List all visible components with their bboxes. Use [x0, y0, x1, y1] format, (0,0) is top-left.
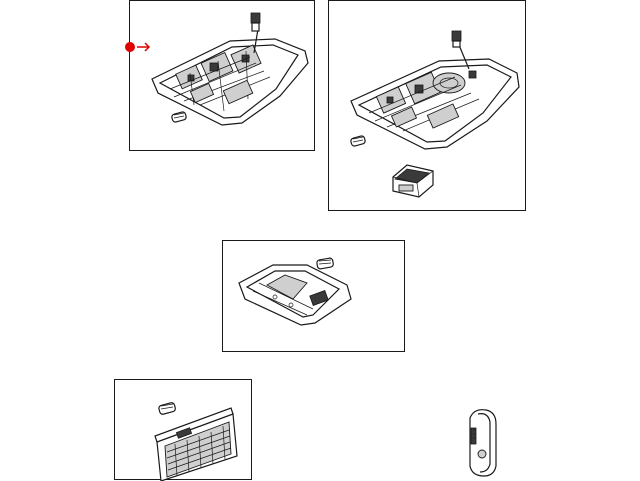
diagram-panel-overhead-console[interactable] — [129, 0, 315, 151]
diagram-part-door-lamp[interactable] — [460, 404, 504, 480]
bulb-icon — [350, 135, 366, 147]
bulb-icon — [171, 111, 187, 123]
dome-lamp-drawing — [238, 257, 352, 326]
diagram-panel-overhead-console-switch[interactable] — [328, 0, 526, 211]
arrow-right-icon — [125, 42, 151, 52]
switch-module-icon — [392, 164, 434, 198]
overhead-console-switch-drawing — [350, 30, 520, 198]
diagram-panel-dome-lamp[interactable] — [222, 240, 405, 352]
door-lamp-drawing — [469, 409, 497, 477]
cargo-lamp-drawing — [154, 402, 238, 481]
diagram-panel-cargo-lamp[interactable] — [114, 379, 252, 481]
overhead-console-drawing — [151, 12, 309, 126]
bulb-icon — [316, 257, 334, 270]
bulb-icon — [158, 402, 176, 415]
